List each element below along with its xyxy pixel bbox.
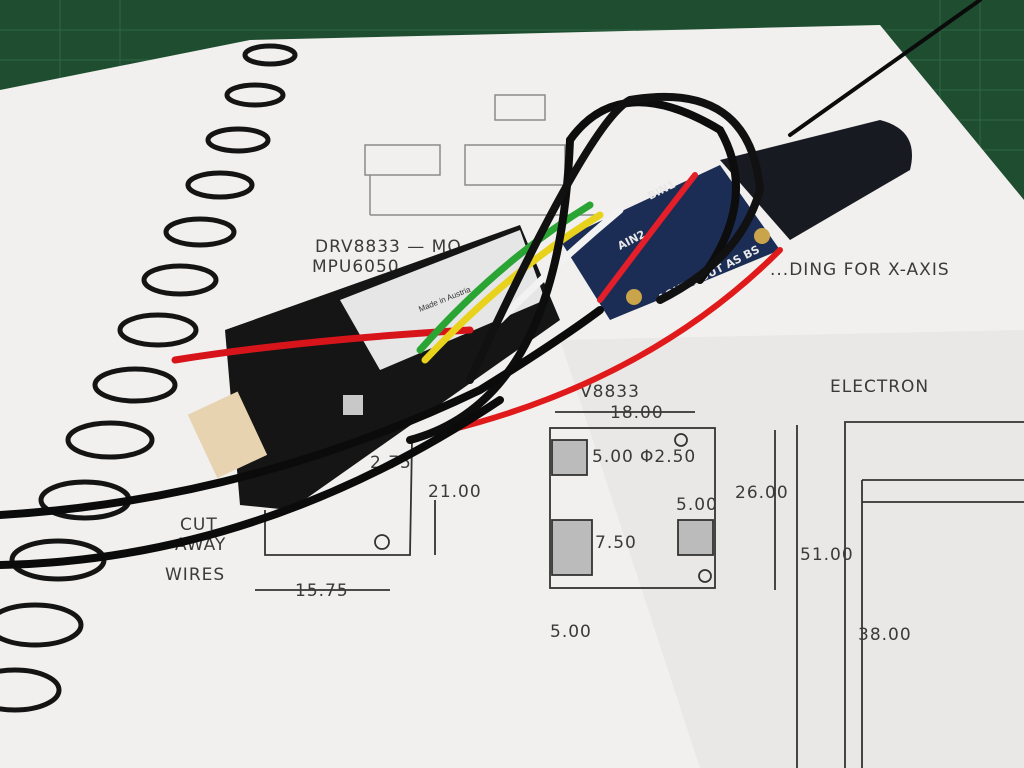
drv-footprint — [549, 411, 776, 590]
spiral-binding — [0, 43, 298, 713]
drv-label: V8833 — [580, 382, 640, 402]
jst-connector — [187, 391, 268, 479]
wires — [0, 0, 982, 569]
cut-away-1: CUT — [180, 515, 218, 535]
electron-label: ELECTRON — [830, 377, 929, 397]
mount-hole — [626, 289, 642, 305]
mpu-footprint — [255, 439, 436, 591]
page-shadow — [560, 330, 1024, 768]
mpu6050-board — [720, 120, 912, 240]
note-side: ...DING FOR X-AXIS — [770, 260, 950, 280]
reset-button — [343, 395, 363, 415]
dim-5c: 5.00 — [550, 622, 592, 642]
dim-38: 38.00 — [858, 625, 912, 645]
dim-1575: 15.75 — [295, 581, 349, 601]
dim-26: 26.00 — [735, 483, 789, 503]
electron-footprint — [796, 421, 1024, 768]
dim-phi: Φ2.50 — [640, 447, 696, 467]
mount-hole — [754, 228, 770, 244]
note-line-1: DRV8833 — MO... — [315, 237, 480, 257]
dim-5a: 5.00 — [592, 447, 634, 467]
dim-21: 21.00 — [428, 482, 482, 502]
dim-750: 7.50 — [595, 533, 637, 553]
dim-51: 51.00 — [800, 545, 854, 565]
dim-5b: 5.00 — [676, 495, 718, 515]
cut-away-3: WIRES — [165, 565, 225, 585]
dim-18: 18.00 — [610, 403, 664, 423]
